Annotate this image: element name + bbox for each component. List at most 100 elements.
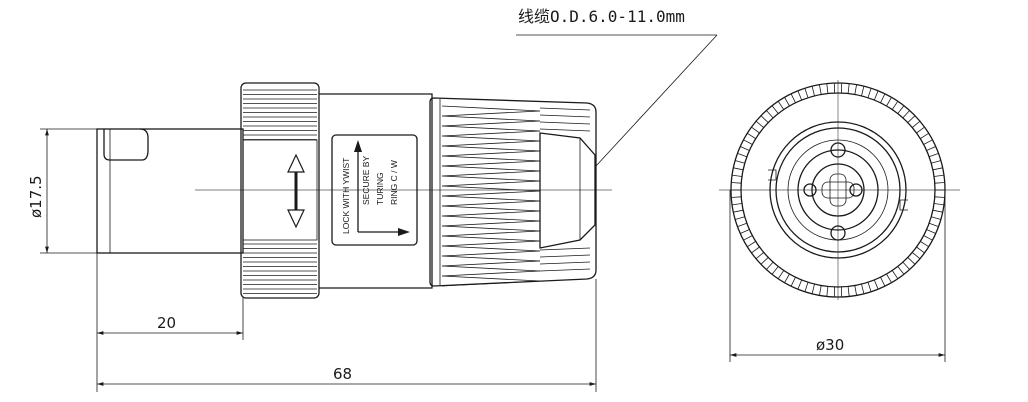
hatch-line [441, 135, 541, 142]
hatch-line [891, 101, 899, 110]
hatch-line [441, 250, 541, 257]
hatch-line [931, 160, 942, 164]
hatch-line [733, 167, 744, 171]
hatch-line [441, 125, 541, 132]
hatch-line [539, 261, 591, 265]
dim-length-front: 20 [96, 253, 244, 392]
hatch-line [873, 279, 879, 290]
hatch-line [929, 153, 939, 158]
hatch-line [441, 160, 541, 167]
hatch-line [441, 180, 541, 187]
front-tube [96, 128, 244, 254]
hatch-line [441, 170, 541, 177]
hatch-line [731, 196, 742, 198]
hatch-line [755, 252, 764, 260]
hatch-line [912, 252, 921, 260]
hatch-line [867, 88, 872, 98]
hatch-line [751, 246, 760, 254]
hatch-line [923, 139, 933, 145]
hatch-line [934, 196, 945, 198]
hatch-line [441, 195, 541, 202]
hatch-line [861, 284, 865, 294]
hatch-line [932, 167, 943, 171]
hatch-line [804, 88, 809, 98]
rotation-arrow-icon [287, 153, 305, 229]
hatch-line [441, 105, 541, 112]
pin-bottom [830, 225, 846, 241]
hatch-line [929, 222, 939, 227]
dim-length-total-text: 68 [333, 365, 352, 383]
label-secure-text: SECURE BY [361, 156, 371, 205]
coupling-ring [240, 82, 320, 299]
hatch-line [784, 97, 790, 107]
pin-right [849, 183, 863, 197]
hatch-line [441, 260, 541, 267]
hatch-line [790, 93, 796, 103]
hatch-line [932, 209, 943, 213]
hatch-line [441, 140, 541, 147]
hatch-line [441, 150, 541, 157]
hatch-line [734, 216, 745, 220]
side-view: LOCK WITH YWIST SECURE BY TURING RING C … [27, 7, 718, 392]
hatch-line [441, 200, 541, 207]
hatch-line [441, 110, 541, 117]
hatch-line [771, 266, 779, 275]
hatch-line [854, 285, 857, 296]
hatch-line [920, 241, 929, 248]
hatch-line [819, 285, 822, 296]
hatch-line [797, 279, 803, 290]
hatch-line [441, 275, 541, 282]
hatch-line [751, 126, 760, 134]
hatch-line [861, 86, 865, 96]
label-ring-text: RING C / W [389, 160, 399, 205]
dim-diameter-end-text: ø30 [816, 336, 844, 354]
hatch-line [902, 110, 910, 119]
dim-length-front-text: 20 [157, 314, 176, 332]
hatch-line [740, 146, 750, 151]
hatch-line [737, 222, 747, 227]
hatch-line [441, 185, 541, 192]
hatch-line [760, 257, 769, 265]
hatch-line [797, 90, 803, 101]
hatch-line [854, 84, 857, 95]
hatch-line [539, 107, 591, 111]
hatch-line [886, 97, 892, 107]
hatch-line [734, 160, 745, 164]
hatch-line [891, 270, 899, 279]
hatch-line [441, 210, 541, 217]
hatch-line [731, 203, 742, 206]
hatch-line [539, 121, 591, 125]
hatch-line [907, 115, 916, 123]
hatch-line [743, 235, 753, 241]
hatch-line [777, 101, 785, 110]
pin-top [830, 142, 846, 158]
dim-diameter-end: ø30 [729, 190, 946, 362]
hatch-line [771, 105, 779, 114]
hatch-line [441, 265, 541, 272]
hatch-line [441, 190, 541, 197]
hatch-line [886, 273, 892, 283]
hatch-line [811, 284, 815, 294]
dim-length-total: 68 [97, 279, 597, 392]
hatch-line [873, 90, 879, 101]
label-arrow-icon [354, 140, 410, 236]
main-body: LOCK WITH YWIST SECURE BY TURING RING C … [319, 93, 433, 289]
hatch-line [441, 235, 541, 242]
hatch-line [926, 229, 936, 234]
hatch-line [934, 203, 945, 206]
hatch-line [747, 132, 756, 139]
hatch-line [731, 174, 742, 177]
cable-note-text: 线缆O.D.6.0-11.0mm [518, 7, 685, 26]
hatch-line [441, 245, 541, 252]
pin-left [803, 183, 817, 197]
hatch-line [826, 83, 829, 94]
hatch-line [934, 174, 945, 177]
hatch-line [441, 220, 541, 227]
hatch-line [897, 266, 905, 275]
hatch-line [897, 105, 905, 114]
hatch-line [441, 115, 541, 122]
hatch-line [747, 241, 756, 248]
hatch-line [920, 132, 929, 139]
hatch-line [847, 83, 850, 94]
